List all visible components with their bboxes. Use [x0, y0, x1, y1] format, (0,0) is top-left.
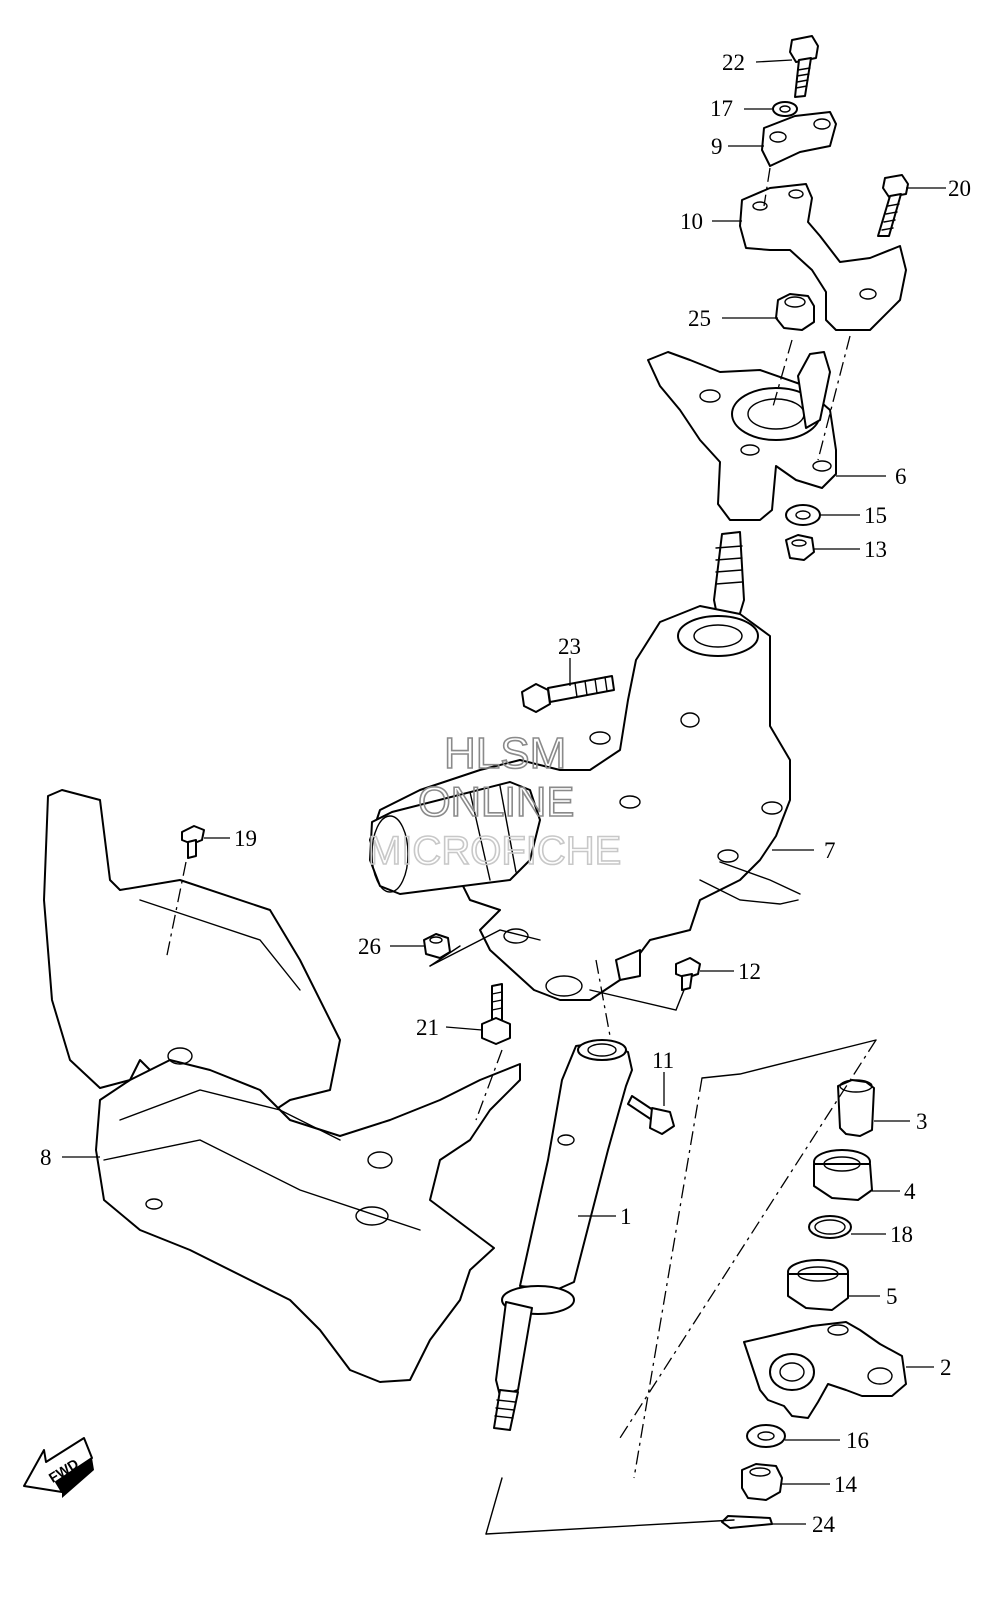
callout-14: 14 — [834, 1472, 858, 1497]
part-11-bolt — [627, 1095, 675, 1135]
part-19-rivet — [181, 825, 205, 859]
leader-lines — [62, 59, 946, 1525]
callout-labels: 22 17 9 20 10 25 6 15 13 23 7 19 26 12 2… — [40, 50, 971, 1537]
callout-22: 22 — [722, 50, 745, 75]
part-7-power-steering-unit — [369, 531, 801, 1001]
part-5-bearing — [787, 1259, 849, 1311]
part-22-bolt — [789, 35, 819, 98]
callout-1: 1 — [620, 1204, 632, 1229]
part-3-bushing — [837, 1079, 875, 1137]
callout-20: 20 — [948, 176, 971, 201]
callout-6: 6 — [895, 464, 907, 489]
part-26-nut — [423, 933, 451, 959]
part-2-steering-arm — [743, 1321, 907, 1419]
part-13-nut — [785, 534, 815, 561]
part-6-steering-bracket — [647, 351, 837, 521]
part-12-rivet — [675, 957, 701, 991]
part-16-washer — [746, 1424, 786, 1448]
part-23-bolt — [521, 675, 615, 713]
watermark-line-1: HLSM — [444, 729, 566, 778]
callout-7: 7 — [824, 838, 836, 863]
callout-5: 5 — [886, 1284, 898, 1309]
watermark-line-2: ONLINE — [418, 778, 574, 825]
callout-24: 24 — [812, 1512, 836, 1537]
callout-25: 25 — [688, 306, 711, 331]
callout-10: 10 — [680, 209, 703, 234]
callout-3: 3 — [916, 1109, 928, 1134]
callout-11: 11 — [652, 1048, 674, 1073]
callout-26: 26 — [358, 934, 381, 959]
part-18-o-ring — [808, 1215, 852, 1239]
callout-16: 16 — [846, 1428, 869, 1453]
part-21-bolt — [481, 983, 511, 1045]
part-1-steering-shaft — [493, 1039, 633, 1431]
callout-4: 4 — [904, 1179, 916, 1204]
callout-21: 21 — [416, 1015, 439, 1040]
callout-19: 19 — [234, 826, 257, 851]
part-14-nut — [741, 1463, 783, 1501]
callout-8: 8 — [40, 1145, 52, 1170]
watermark-line-3: MICROFICHE — [368, 829, 621, 873]
assembly-guide-lines — [165, 167, 877, 1479]
part-15-washer — [785, 504, 821, 526]
callout-23: 23 — [558, 634, 581, 659]
assembly-brackets — [429, 929, 877, 1535]
part-9-handlebar-clamp — [761, 111, 837, 167]
part-8-cover — [43, 789, 521, 1383]
part-25-nut — [775, 293, 815, 331]
part-20-bolt — [877, 174, 909, 237]
callout-18: 18 — [890, 1222, 913, 1247]
part-24-cotter-pin — [721, 1515, 773, 1529]
callout-13: 13 — [864, 537, 887, 562]
watermark: HLSM ONLINE MICROFICHE — [367, 728, 622, 874]
callout-17: 17 — [710, 96, 733, 121]
fwd-arrow-icon: FWD — [23, 1437, 94, 1498]
callout-12: 12 — [738, 959, 761, 984]
callout-2: 2 — [940, 1355, 952, 1380]
callout-15: 15 — [864, 503, 887, 528]
callout-9: 9 — [711, 134, 723, 159]
part-4-bearing — [813, 1149, 873, 1201]
part-17-washer — [772, 101, 798, 117]
part-10-bracket — [739, 183, 907, 331]
